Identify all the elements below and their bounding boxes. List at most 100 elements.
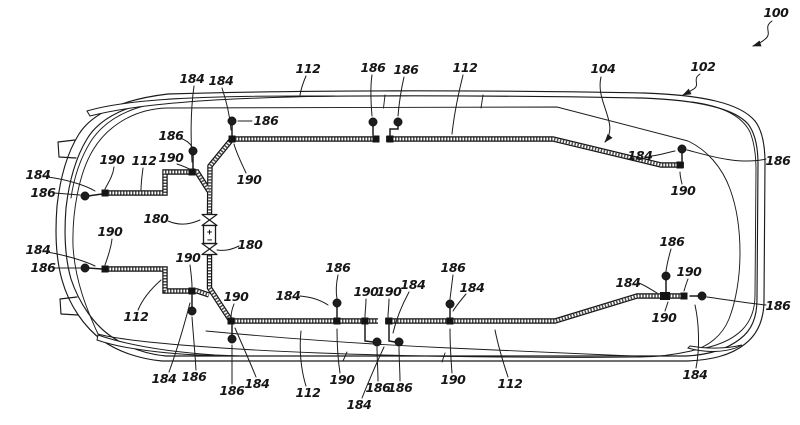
leader-190 — [683, 278, 689, 292]
battery-minus-sign: − — [207, 236, 212, 246]
ref-label-186-botmid-a: 186 — [325, 259, 351, 275]
terminal-dot — [332, 298, 342, 308]
ref-label-186-botrow-b: 186 — [387, 379, 413, 395]
leader-180 — [216, 245, 240, 251]
terminal-dot — [80, 263, 90, 273]
ref-label-184-botleft-a: 184 — [151, 370, 177, 386]
vehicle-body-outline — [55, 90, 766, 363]
leader-186 — [376, 346, 379, 382]
rear-panel-edge-line — [205, 330, 633, 357]
connector-square — [660, 292, 670, 300]
leader-190 — [664, 301, 669, 312]
front-header-sliver — [86, 95, 336, 117]
roof-opening-edge — [72, 106, 741, 358]
connector-square — [188, 287, 196, 295]
ref-label-184-botmid-a: 184 — [400, 276, 426, 292]
leader-186 — [397, 76, 405, 117]
ref-label-102: 102 — [690, 58, 716, 74]
ref-label-184-topleft-a: 184 — [179, 70, 205, 86]
leader-186 — [335, 274, 339, 300]
connector-square — [676, 161, 684, 169]
leader-186 — [398, 346, 401, 382]
terminal-dot — [80, 191, 90, 201]
connector-square — [101, 189, 109, 197]
terminal-dot — [394, 337, 404, 347]
ref-label-184-mid-left: 184 — [275, 287, 301, 303]
terminal-dot — [677, 144, 687, 154]
ref-label-190-botrow-b: 190 — [440, 371, 466, 387]
lead-wire — [388, 324, 396, 343]
leader-190 — [104, 166, 115, 190]
leader-184 — [46, 251, 96, 267]
ref-label-190-upleft-a: 190 — [99, 151, 125, 167]
ref-label-190-right-bot-a: 190 — [676, 263, 702, 279]
lead-wire — [364, 324, 374, 343]
ref-label-184-left-upper: 184 — [25, 166, 51, 182]
leader-184 — [221, 87, 232, 131]
connector-square — [227, 317, 235, 325]
connector-square — [385, 317, 393, 325]
leader-102-arrow — [682, 73, 701, 96]
connector-square — [680, 292, 688, 300]
bottom-left-sliver — [96, 334, 241, 357]
leader-190 — [104, 238, 113, 266]
leader-184 — [392, 291, 410, 334]
terminal-dot — [188, 146, 198, 156]
leader-190 — [176, 163, 192, 171]
leader-186 — [665, 248, 672, 272]
leader-186 — [191, 316, 197, 371]
top-seam-tick-2 — [480, 94, 484, 109]
leader-190 — [364, 298, 367, 318]
ref-label-186-botleft-a: 186 — [181, 368, 207, 384]
terminal-dot — [368, 117, 378, 127]
connector-square — [228, 135, 236, 143]
ref-label-184-botrow: 184 — [346, 396, 372, 412]
leader-184 — [46, 176, 96, 192]
connector-square — [446, 317, 454, 325]
connector-square — [101, 265, 109, 273]
leader-112 — [137, 279, 162, 311]
ref-label-184-right-bot-a: 184 — [615, 274, 641, 290]
leader-184 — [694, 304, 699, 369]
ref-label-190-lowleft-b: 190 — [175, 249, 201, 265]
ref-label-104: 104 — [590, 60, 616, 76]
power-terminal-lower-bowtie — [201, 242, 218, 256]
bottom-seam-tick-2 — [441, 352, 446, 363]
ref-label-180-upper: 180 — [143, 210, 169, 226]
leader-190 — [230, 303, 235, 319]
leader-190 — [189, 264, 193, 288]
ref-label-190-botmid-b: 190 — [376, 283, 402, 299]
leader-lines — [46, 20, 773, 399]
body-front-band-line — [70, 104, 149, 199]
ref-label-112-bot-left: 112 — [295, 384, 321, 400]
ref-label-186-left-upper: 186 — [30, 184, 56, 200]
ref-label-112-top-left: 112 — [295, 60, 321, 76]
terminal-dot — [393, 117, 403, 127]
ref-label-186-upleft: 186 — [158, 127, 184, 143]
lead-wire — [87, 267, 103, 270]
body-outer-edge — [55, 90, 766, 362]
terminal-dot — [227, 334, 237, 344]
leader-184 — [361, 346, 385, 399]
ref-label-186-right-bot-b: 186 — [765, 297, 791, 313]
leader-186 — [449, 274, 454, 300]
ref-label-190-upleft-b: 190 — [158, 149, 184, 165]
left-upper-stub — [57, 139, 77, 159]
leader-190 — [387, 298, 390, 318]
leader-112 — [451, 74, 464, 135]
leader-180 — [167, 219, 201, 225]
ref-label-186-botleft-b: 186 — [219, 382, 245, 398]
leader-186 — [179, 137, 193, 148]
ref-label-184-left-lower: 184 — [25, 241, 51, 257]
leader-184 — [452, 293, 467, 312]
leader-184 — [299, 295, 329, 306]
leader-112 — [299, 330, 307, 387]
ref-label-112-bot-mid: 112 — [497, 375, 523, 391]
body-right-band-line — [691, 101, 757, 351]
ref-label-186-right-top: 186 — [765, 152, 791, 168]
ref-label-190-lowleft-a: 190 — [97, 223, 123, 239]
ref-label-190-botrow-a: 190 — [329, 371, 355, 387]
leader-190 — [233, 143, 247, 174]
leader-112 — [140, 167, 144, 191]
